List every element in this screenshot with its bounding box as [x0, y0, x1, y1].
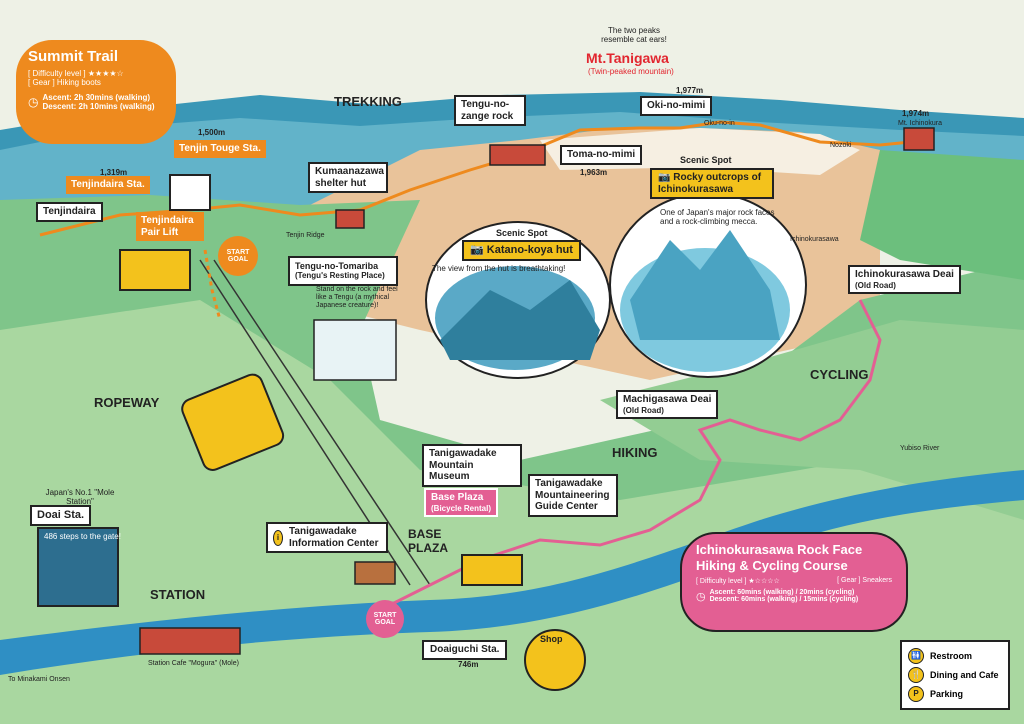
spot2-name: 📷 Rocky outcrops of Ichinokurasawa	[650, 168, 774, 199]
course-panel: Ichinokurasawa Rock Face Hiking & Cyclin…	[680, 532, 908, 632]
elevation-1977: 1,977m	[676, 86, 704, 95]
summit-trail-title: Summit Trail	[28, 48, 119, 65]
shop-label: Shop	[540, 634, 563, 644]
cycling-label: CYCLING	[810, 367, 869, 382]
mt-tanigawa-name: Mt.Tanigawa	[586, 50, 669, 66]
camera-icon: 📷	[470, 244, 487, 256]
kumaanazawa-label: Kumaanazawa shelter hut	[308, 162, 388, 193]
tenjindaira-lift-label: Tenjindaira Pair Lift	[136, 212, 204, 241]
summit-trail-panel: Summit Trail [ Difficulty level ] ★★★★☆ …	[16, 40, 176, 144]
restroom-icon: 🚻	[908, 647, 924, 664]
trekking-label: TREKKING	[334, 94, 402, 109]
summit-trail-difficulty: [ Difficulty level ] ★★★★☆	[28, 69, 124, 78]
tenjindaira-label: Tenjindaira	[36, 202, 103, 222]
oki-no-mimi-label: Oki-no-mimi	[640, 96, 713, 116]
legend-parking: Parking	[930, 688, 964, 699]
spot2-desc: One of Japan's major rock faces and a ro…	[660, 208, 775, 227]
oku-no-in-label: Oku-no-in	[704, 120, 735, 127]
start-goal-top: START GOAL	[218, 236, 258, 276]
mt-tanigawa-note: The two peaks resemble cat ears!	[601, 26, 667, 45]
tengu-title: Tengu-no-Tomariba	[295, 261, 379, 271]
course-ascent: Ascent: 60mins (walking) / 20mins (cycli…	[709, 589, 855, 597]
mt-ichinokura-label: Mt. Ichinokura	[898, 120, 942, 127]
spot2-label: Scenic Spot	[680, 155, 732, 165]
tengu-box: Tengu-no-Tomariba (Tengu's Resting Place…	[288, 256, 398, 286]
course-descent: Descent: 60mins (walking) / 15mins (cycl…	[709, 596, 859, 604]
tenjin-touge-label: Tenjin Touge Sta.	[174, 140, 266, 158]
doai-note: Japan's No.1 "Mole Station"	[45, 488, 115, 507]
summit-trail-ascent: Ascent: 2h 30mins (walking)	[42, 93, 151, 102]
toma-no-mimi-label: Toma-no-mimi	[560, 145, 643, 165]
nozoki-label: Nozoki	[830, 142, 852, 149]
tenjindaira-sta-label: Tenjindaira Sta.	[66, 176, 150, 194]
dining-icon: 🍴	[908, 666, 924, 683]
summit-trail-gear: [ Gear ] Hiking boots	[28, 78, 101, 87]
elevation-1974: 1,974m	[902, 109, 930, 118]
spot1-label: Scenic Spot	[496, 228, 548, 238]
parking-icon: P	[908, 685, 924, 702]
course-clock-icon: ◷	[696, 590, 706, 603]
base-plaza-title: BASE PLAZA	[408, 527, 448, 555]
elevation-1319: 1,319m	[100, 168, 128, 177]
clock-icon: ◷	[28, 95, 39, 109]
mt-tanigawa-subtitle: (Twin-peaked mountain)	[588, 67, 674, 76]
doai-sta-label: Doai Sta.	[30, 505, 92, 526]
camera-icon-2: 📷	[658, 172, 674, 183]
course-title: Ichinokurasawa Rock Face Hiking & Cyclin…	[696, 542, 863, 573]
spot1-name: 📷 Katano-koya hut	[462, 240, 581, 261]
spot1-desc: The view from the hut is breathtaking!	[432, 264, 566, 273]
machigasawa-deai-label: Machigasawa Deai(Old Road)	[616, 390, 719, 419]
elevation-1500: 1,500m	[198, 128, 226, 137]
tenjin-ridge-label: Tenjin Ridge	[286, 232, 325, 239]
elevation-1963: 1,963m	[580, 168, 608, 177]
summit-trail-descent: Descent: 2h 10mins (walking)	[42, 102, 155, 111]
tengu-subtitle: (Tengu's Resting Place)	[295, 271, 385, 281]
tengu-no-zange-label: Tengu-no-zange rock	[454, 95, 526, 126]
guide-center-label: Tanigawadake Mountaineering Guide Center	[528, 474, 618, 517]
doaiguchi-label: Doaiguchi Sta.	[422, 640, 508, 660]
start-goal-bottom: START GOAL	[366, 600, 404, 638]
legend: 🚻 Restroom 🍴 Dining and Cafe P Parking	[900, 640, 1010, 710]
station-label: STATION	[150, 587, 206, 602]
course-difficulty: [ Difficulty level ] ★☆☆☆☆	[696, 578, 780, 586]
legend-restroom: Restroom	[930, 650, 973, 661]
ichinokurasawa-label: Ichinokurasawa	[790, 236, 839, 243]
course-gear: [ Gear ] Sneakers	[837, 577, 892, 585]
info-icon: i	[273, 529, 284, 546]
base-plaza-label: Base Plaza(Bicycle Rental)	[424, 488, 499, 517]
doai-steps: 486 steps to the gate!	[44, 532, 121, 541]
legend-dining: Dining and Cafe	[930, 669, 999, 680]
elevation-746: 746m	[458, 660, 479, 669]
ichinokurasawa-deai-label: Ichinokurasawa Deai(Old Road)	[848, 265, 961, 294]
ropeway-label: ROPEWAY	[94, 395, 160, 410]
tengu-desc: Stand on the rock and feel like a Tengu …	[316, 286, 398, 310]
hiking-label: HIKING	[612, 445, 658, 460]
museum-label: Tanigawadake Mountain Museum	[422, 444, 522, 487]
yubiso-river-label: Yubiso River	[900, 445, 940, 452]
station-cafe-label: Station Cafe "Mogura" (Mole)	[148, 660, 239, 667]
to-minakami-label: To Minakami Onsen	[8, 676, 70, 683]
